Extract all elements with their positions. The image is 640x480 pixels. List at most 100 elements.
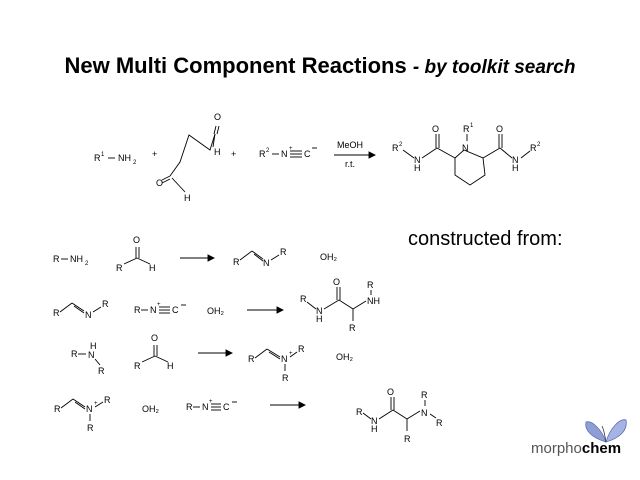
bond bbox=[136, 257, 151, 265]
s2-water: OH₂ bbox=[207, 306, 225, 316]
conditions-solvent: MeOH bbox=[337, 140, 363, 150]
charge-plus: + bbox=[289, 146, 293, 152]
s4p-r4: R bbox=[404, 434, 411, 444]
bond bbox=[499, 147, 513, 159]
s2-r: R bbox=[53, 308, 60, 318]
morphochem-logo: morphochem bbox=[528, 419, 638, 463]
step-2: R N R R N + C OH₂ R N H O NH R R bbox=[53, 277, 380, 333]
charge-plus: + bbox=[157, 302, 161, 308]
s4-r3: R bbox=[87, 423, 94, 433]
prod-n-left: N bbox=[414, 155, 421, 165]
dialdehyde-o-top: O bbox=[214, 112, 221, 122]
s3-o: O bbox=[151, 333, 158, 343]
prod-n-right: N bbox=[512, 155, 519, 165]
bond bbox=[392, 409, 408, 420]
charge-plus: + bbox=[289, 351, 293, 357]
bond bbox=[402, 149, 415, 159]
slide-title-sub: - by toolkit search bbox=[412, 57, 576, 78]
bond bbox=[94, 401, 104, 408]
prod-o-right: O bbox=[496, 124, 503, 134]
s2-iso-r: R bbox=[134, 305, 141, 315]
logo-prefix: morpho bbox=[531, 440, 582, 457]
logo-wordmark: morphochem bbox=[531, 440, 621, 457]
constructed-from-label: constructed from: bbox=[408, 228, 563, 250]
bond bbox=[323, 299, 340, 310]
s3-water: OH₂ bbox=[336, 352, 354, 362]
s2-iso-c: C bbox=[172, 305, 179, 315]
bond bbox=[73, 305, 85, 314]
arrowhead bbox=[225, 349, 234, 357]
bond bbox=[141, 355, 156, 363]
prod-r2-right: R bbox=[530, 143, 537, 153]
s4p-h: H bbox=[371, 424, 378, 434]
prod-r2-right-sup: 2 bbox=[537, 142, 541, 148]
conditions-temp: r.t. bbox=[345, 159, 355, 169]
bond bbox=[254, 348, 268, 359]
slide-title: New Multi Component Reactions - by toolk… bbox=[0, 53, 640, 79]
bond bbox=[429, 413, 437, 419]
bond bbox=[92, 306, 102, 313]
s2-iso-n: N bbox=[150, 305, 157, 315]
bond bbox=[482, 147, 501, 159]
s3-ald-h: H bbox=[167, 361, 174, 371]
s4-iso-r: R bbox=[186, 402, 193, 412]
s2-r2: R bbox=[102, 299, 109, 309]
bond bbox=[154, 355, 169, 363]
butterfly-icon bbox=[585, 419, 627, 443]
s1-sub: 2 bbox=[85, 261, 89, 267]
prod-ring-n: N bbox=[462, 143, 469, 153]
plus-2: + bbox=[231, 149, 236, 159]
s1-r: R bbox=[53, 254, 60, 264]
bond bbox=[239, 250, 253, 261]
prod-r1-sup: 1 bbox=[470, 123, 474, 129]
r2-sup: 2 bbox=[266, 148, 270, 154]
bond bbox=[306, 301, 317, 310]
dialdehyde-h-bottom: H bbox=[184, 193, 191, 203]
prod-r2-left-sup: 2 bbox=[399, 142, 403, 148]
s2p-o: O bbox=[333, 277, 340, 287]
s2p-r2: R bbox=[367, 280, 374, 290]
step-1: R NH 2 O R H R N R OH₂ bbox=[53, 235, 338, 273]
step-3: H R N R O R H R N + R R OH₂ bbox=[71, 333, 354, 383]
s2p-r: R bbox=[300, 294, 307, 304]
prod-o-left: O bbox=[432, 124, 439, 134]
s4-n: N bbox=[86, 404, 93, 414]
r1-label: R bbox=[94, 153, 101, 163]
s3-ald-r: R bbox=[134, 361, 141, 371]
s4p-r2: R bbox=[421, 390, 428, 400]
bond bbox=[123, 257, 138, 265]
s2p-n: N bbox=[316, 306, 323, 316]
prod-r2-left: R bbox=[392, 143, 399, 153]
arrowhead bbox=[276, 306, 285, 314]
bond bbox=[212, 133, 216, 148]
s3-r2: R bbox=[98, 366, 105, 376]
top-reaction: R 1 NH 2 + O H O H + R 2 N + C MeOH r.t. bbox=[94, 112, 541, 203]
charge-plus: + bbox=[94, 401, 98, 407]
nh2-label: NH bbox=[118, 153, 131, 163]
step-4: R N + R R OH₂ R N + C R N H O N R bbox=[54, 387, 443, 444]
dialdehyde-chain bbox=[169, 133, 216, 177]
slide-title-main: New Multi Component Reactions bbox=[64, 53, 407, 78]
bond bbox=[213, 125, 217, 135]
charge-plus: + bbox=[209, 399, 213, 405]
s1-imine-r2: R bbox=[280, 247, 287, 257]
bond bbox=[94, 358, 101, 366]
bond bbox=[289, 351, 298, 358]
isonitrile-c: C bbox=[304, 149, 311, 159]
s2p-r3: R bbox=[349, 323, 356, 333]
bond bbox=[72, 398, 86, 408]
s4p-r: R bbox=[356, 407, 363, 417]
s4-water: OH₂ bbox=[142, 404, 160, 414]
s1-nh: NH bbox=[70, 254, 83, 264]
bond bbox=[352, 300, 367, 310]
piperidine-ring bbox=[454, 149, 486, 186]
s4-r: R bbox=[54, 404, 61, 414]
r2-label: R bbox=[259, 149, 266, 159]
s4-r2: R bbox=[104, 395, 111, 405]
bond bbox=[60, 398, 74, 409]
bond bbox=[59, 302, 73, 313]
s3p-r: R bbox=[248, 354, 255, 364]
bond bbox=[161, 175, 171, 181]
s2p-nh: NH bbox=[367, 296, 380, 306]
